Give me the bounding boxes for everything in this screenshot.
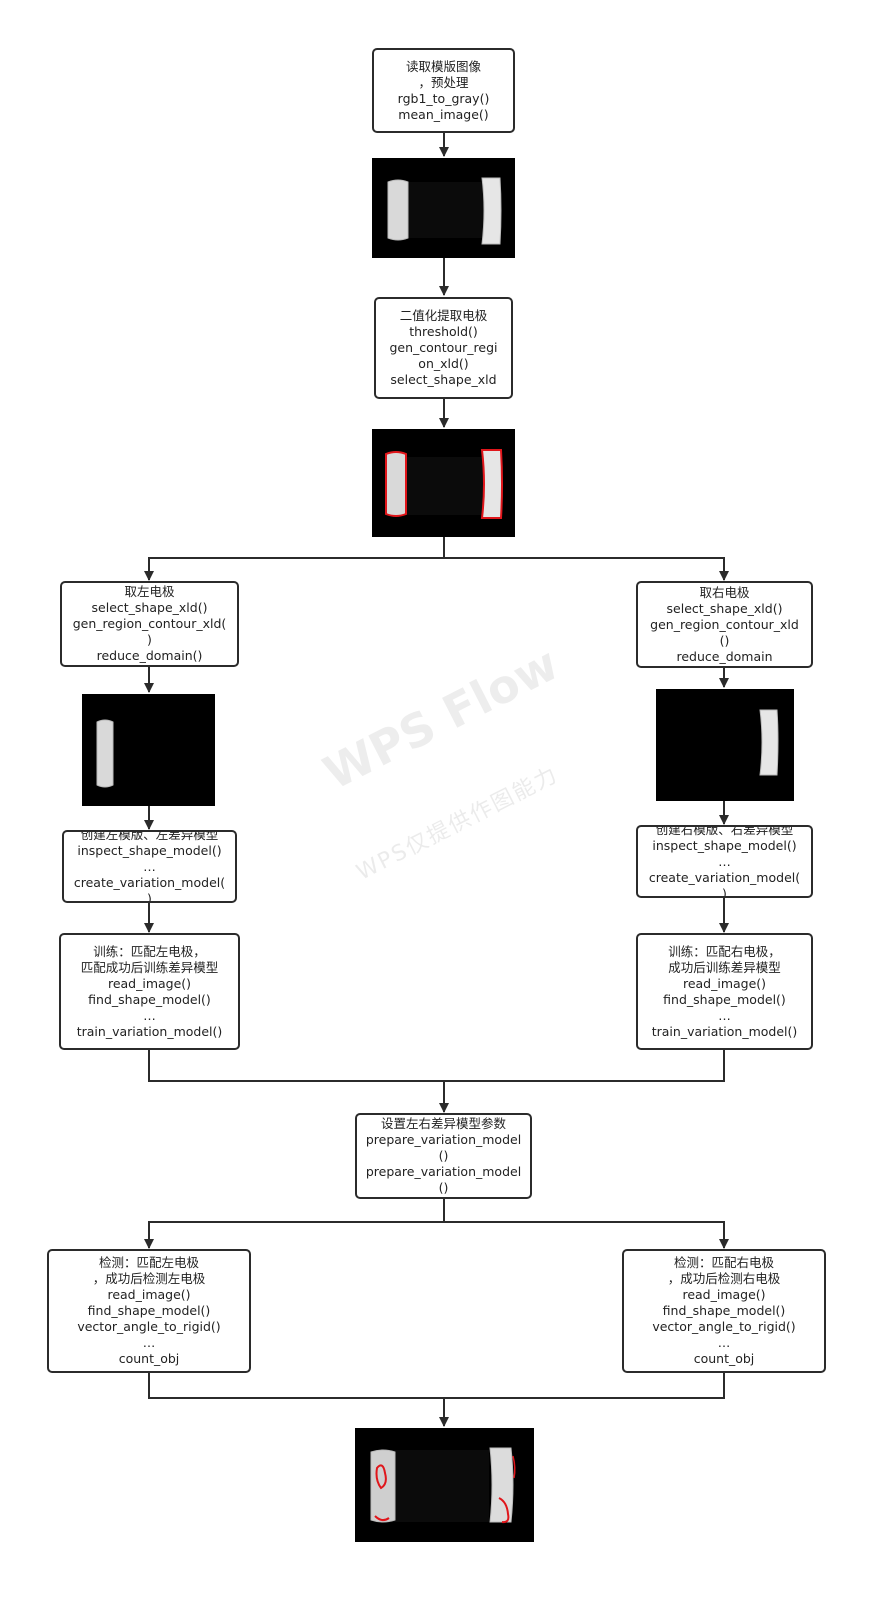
- step-line: rgb1_to_gray(): [397, 90, 490, 106]
- detect-left-step: 检测：匹配左电极 ，成功后检测左电极 read_image() find_sha…: [47, 1249, 251, 1373]
- defect-contour: [512, 1455, 516, 1479]
- create-left-model-step: 创建左模版、左差异模型 inspect_shape_model() … crea…: [62, 830, 237, 903]
- right-electrode-shape: [489, 1447, 514, 1523]
- step-line: reduce_domain: [676, 648, 773, 664]
- step-line: …: [718, 853, 731, 869]
- step-line: …: [142, 1335, 156, 1350]
- step-line: prepare_variation_model: [365, 1132, 522, 1147]
- step-line: …: [717, 1335, 731, 1350]
- step-line: 创建左模版、左差异模型: [80, 830, 219, 842]
- connector-line: [444, 557, 725, 570]
- step-line: gen_region_contour_xld: [650, 616, 799, 632]
- connector-line: [444, 1221, 725, 1234]
- step-line: read_image(): [107, 1287, 191, 1302]
- step-line: 匹配成功后训练差异模型: [80, 959, 219, 975]
- step-line: gen_region_contour_xld(: [72, 616, 227, 631]
- binarize-electrode-step: 二值化提取电极 threshold() gen_contour_regi on_…: [374, 297, 513, 399]
- step-line: find_shape_model(): [88, 991, 211, 1007]
- step-line: select_shape_xld: [390, 372, 497, 387]
- left-electrode-shape: [387, 179, 409, 241]
- step-line: 取右电极: [699, 584, 750, 600]
- defect-contour: [374, 1515, 390, 1522]
- step-line: …: [143, 858, 156, 874]
- right-electrode-step: 取右电极 select_shape_xld() gen_region_conto…: [636, 581, 813, 668]
- step-line: 检测：匹配右电极: [673, 1255, 774, 1270]
- step-line: select_shape_xld(): [666, 600, 783, 616]
- step-line: train_variation_model(): [76, 1023, 223, 1039]
- binarized-image: [372, 429, 515, 537]
- step-line: 训练：匹配左电极，: [93, 943, 206, 959]
- step-line: (): [719, 632, 730, 648]
- create-right-model-step: 创建右模版、右差异模型 inspect_shape_model() … crea…: [636, 825, 813, 898]
- left-electrode-image: [82, 694, 215, 806]
- connector-line: [148, 1198, 445, 1234]
- step-line: 检测：匹配左电极: [98, 1255, 199, 1270]
- step-line: 二值化提取电极: [399, 308, 488, 323]
- step-line: train_variation_model(): [651, 1023, 798, 1039]
- step-line: read_image(): [107, 975, 192, 991]
- step-line: find_shape_model(): [663, 991, 786, 1007]
- read-template-step: 读取模版图像 ，预处理 rgb1_to_gray() mean_image(): [372, 48, 515, 133]
- right-electrode-image: [656, 689, 794, 801]
- train-left-step: 训练：匹配左电极， 匹配成功后训练差异模型 read_image() find_…: [59, 933, 240, 1050]
- step-line: read_image(): [682, 975, 767, 991]
- left-electrode-shape: [96, 719, 114, 788]
- step-line: vector_angle_to_rigid(): [77, 1319, 221, 1334]
- connector-line: [148, 1372, 725, 1399]
- step-line: (): [438, 1148, 449, 1163]
- step-line: …: [143, 1007, 156, 1023]
- train-right-step: 训练：匹配右电极， 成功后训练差异模型 read_image() find_sh…: [636, 933, 813, 1050]
- step-line: create_variation_model(: [73, 874, 226, 890]
- step-line: reduce_domain(): [96, 648, 203, 663]
- step-line: mean_image(): [398, 106, 489, 122]
- detection-result-image: [355, 1428, 534, 1542]
- step-line: inspect_shape_model(): [652, 837, 797, 853]
- step-line: ，成功后检测右电极: [667, 1271, 781, 1286]
- connector-line: [148, 537, 445, 570]
- connector-line: [148, 1049, 725, 1082]
- step-line: …: [718, 1007, 731, 1023]
- left-electrode-shape: [385, 451, 407, 517]
- step-line: ): [147, 632, 152, 647]
- step-line: vector_angle_to_rigid(): [652, 1319, 796, 1334]
- step-line: 创建右模版、右差异模型: [655, 825, 794, 837]
- step-line: read_image(): [682, 1287, 766, 1302]
- step-line: 读取模版图像: [405, 58, 481, 74]
- prepare-params-step: 设置左右差异模型参数 prepare_variation_model () pr…: [355, 1113, 532, 1199]
- step-line: select_shape_xld(): [91, 600, 208, 615]
- right-electrode-shape: [481, 177, 502, 245]
- step-line: inspect_shape_model(): [77, 842, 222, 858]
- left-electrode-step: 取左电极 select_shape_xld() gen_region_conto…: [60, 581, 239, 667]
- step-line: (): [438, 1180, 449, 1195]
- step-line: 成功后训练差异模型: [668, 959, 781, 975]
- right-electrode-shape: [759, 709, 779, 776]
- step-line: gen_contour_regi: [389, 340, 498, 355]
- detect-right-step: 检测：匹配右电极 ，成功后检测右电极 read_image() find_sha…: [622, 1249, 826, 1373]
- step-line: find_shape_model(): [662, 1303, 786, 1318]
- step-line: count_obj: [693, 1351, 755, 1366]
- template-image: [372, 158, 515, 258]
- step-line: find_shape_model(): [87, 1303, 211, 1318]
- step-line: create_variation_model(: [648, 869, 801, 885]
- step-line: ，成功后检测左电极: [92, 1271, 206, 1286]
- step-line: 取左电极: [124, 584, 175, 599]
- step-line: on_xld(): [418, 356, 469, 371]
- defect-contour: [498, 1497, 510, 1524]
- step-line: prepare_variation_model: [365, 1164, 522, 1179]
- step-line: ，预处理: [418, 74, 469, 90]
- step-line: 设置左右差异模型参数: [380, 1116, 506, 1131]
- step-line: ): [147, 890, 152, 903]
- defect-contour: [375, 1464, 387, 1490]
- step-line: 训练：匹配右电极，: [668, 943, 781, 959]
- step-line: count_obj: [118, 1351, 180, 1366]
- step-line: ): [722, 885, 727, 898]
- step-line: threshold(): [409, 324, 478, 339]
- right-electrode-shape: [480, 449, 503, 519]
